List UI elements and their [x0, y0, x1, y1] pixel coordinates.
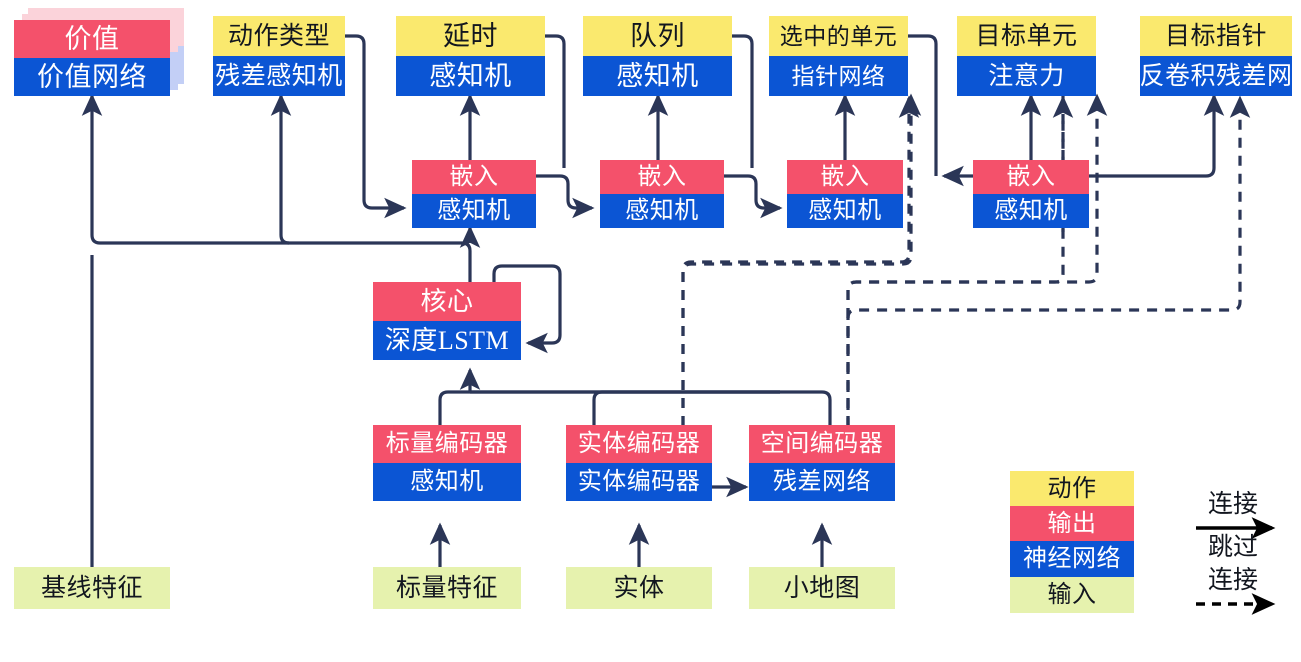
node-input-minimap[interactable]: 小地图 [749, 567, 895, 609]
node-value-bottom: 价值网络 [14, 58, 170, 96]
skip-route-targetpoint [700, 98, 1240, 310]
legend-swatch-network: 神经网络 [1010, 541, 1134, 577]
node-target-unit[interactable]: 目标单元 注意力 [957, 16, 1096, 96]
skip-targetunit-join [854, 240, 1063, 282]
input-entities-label: 实体 [566, 567, 712, 609]
skip-route-entity-targetunit [846, 95, 1074, 462]
node-spatial-encoder[interactable]: 空间编码器 残差网络 [749, 425, 895, 501]
wire-embed4-to-targetpoint-route [1096, 96, 1204, 176]
skip-route-spatial-targetpoint [846, 95, 1251, 464]
skip-spatial-to-targetpoint [846, 93, 1108, 462]
wire-embed4-to-targetpoint [1186, 93, 1225, 178]
node-target-point-bottom: 反卷积残差网 [1140, 56, 1292, 96]
legend-skip-label-line2: 连接 [1207, 567, 1258, 594]
node-core[interactable]: 核心 深度LSTM [373, 282, 521, 360]
node-embed-1-bottom: 感知机 [412, 194, 536, 228]
node-selected-units[interactable]: 选中的单元 指针网络 [769, 16, 908, 96]
node-embed-2-bottom: 感知机 [600, 194, 724, 228]
node-embed-4-bottom: 感知机 [973, 194, 1089, 228]
wire-delay-down [545, 34, 566, 168]
node-embed-3[interactable]: 嵌入 感知机 [787, 160, 903, 228]
node-target-point[interactable]: 目标指针 反卷积残差网 [1140, 16, 1292, 96]
node-input-scalar-features[interactable]: 标量特征 [373, 567, 521, 609]
wire-selected-down [908, 34, 938, 176]
node-target-unit-bottom: 注意力 [957, 56, 1096, 96]
node-action-type-bottom: 残差感知机 [213, 56, 345, 96]
legend-connection-label: 连接 [1207, 491, 1258, 518]
node-queue-bottom: 感知机 [583, 56, 732, 96]
node-core-bottom: 深度LSTM [373, 321, 521, 360]
legend-color-stack: 动作 输出 神经网络 输入 [1010, 471, 1134, 613]
node-spatial-encoder-bottom: 残差网络 [749, 463, 895, 501]
skip-entity-to-selected [681, 93, 922, 462]
node-embed-4-top: 嵌入 [973, 160, 1089, 194]
node-target-unit-top: 目标单元 [957, 16, 1096, 56]
legend-swatch-output: 输出 [1010, 506, 1134, 541]
node-scalar-encoder[interactable]: 标量编码器 感知机 [373, 425, 521, 501]
node-selected-units-bottom: 指针网络 [769, 56, 908, 96]
node-scalar-encoder-bottom: 感知机 [373, 463, 521, 501]
input-scalar-label: 标量特征 [373, 567, 521, 609]
node-queue[interactable]: 队列 感知机 [583, 16, 732, 96]
node-embed-1[interactable]: 嵌入 感知机 [412, 160, 536, 228]
node-delay-top: 延时 [396, 16, 545, 56]
node-core-top: 核心 [373, 282, 521, 321]
node-embed-2[interactable]: 嵌入 感知机 [600, 160, 724, 228]
node-scalar-encoder-top: 标量编码器 [373, 425, 521, 463]
node-embed-1-top: 嵌入 [412, 160, 536, 194]
node-value-top: 价值 [14, 20, 170, 58]
node-queue-top: 队列 [583, 16, 732, 56]
node-input-entities[interactable]: 实体 [566, 567, 712, 609]
legend-swatch-input: 输入 [1010, 577, 1134, 613]
node-delay[interactable]: 延时 感知机 [396, 16, 545, 96]
input-baseline-label: 基线特征 [14, 567, 170, 609]
wire-embed2-to-embed3 [724, 174, 783, 219]
node-action-type-top: 动作类型 [213, 16, 345, 56]
wire-queue-down [732, 34, 754, 168]
node-input-baseline-features[interactable]: 基线特征 [14, 567, 170, 609]
legend-skip-label-line1: 跳过 [1207, 534, 1258, 561]
wire-core-to-action-type [270, 93, 292, 245]
node-entity-encoder-top: 实体编码器 [566, 425, 712, 463]
node-value[interactable]: 价值 价值网络 [14, 20, 170, 96]
node-spatial-encoder-top: 空间编码器 [749, 425, 895, 463]
node-entity-encoder-bottom: 实体编码器 [566, 463, 712, 501]
node-embed-2-top: 嵌入 [600, 160, 724, 194]
node-selected-units-top: 选中的单元 [769, 16, 908, 56]
legend-swatch-action: 动作 [1010, 471, 1134, 506]
node-embed-4[interactable]: 嵌入 感知机 [973, 160, 1089, 228]
skip-route-entity-selected [681, 95, 920, 462]
node-entity-encoder[interactable]: 实体编码器 实体编码器 [566, 425, 712, 501]
node-delay-bottom: 感知机 [396, 56, 545, 96]
node-target-point-top: 目标指针 [1140, 16, 1292, 56]
node-embed-3-top: 嵌入 [787, 160, 903, 194]
node-embed-3-bottom: 感知机 [787, 194, 903, 228]
node-action-type[interactable]: 动作类型 残差感知机 [213, 16, 345, 96]
input-minimap-label: 小地图 [749, 567, 895, 609]
wire-embed1-to-embed2 [536, 174, 595, 219]
